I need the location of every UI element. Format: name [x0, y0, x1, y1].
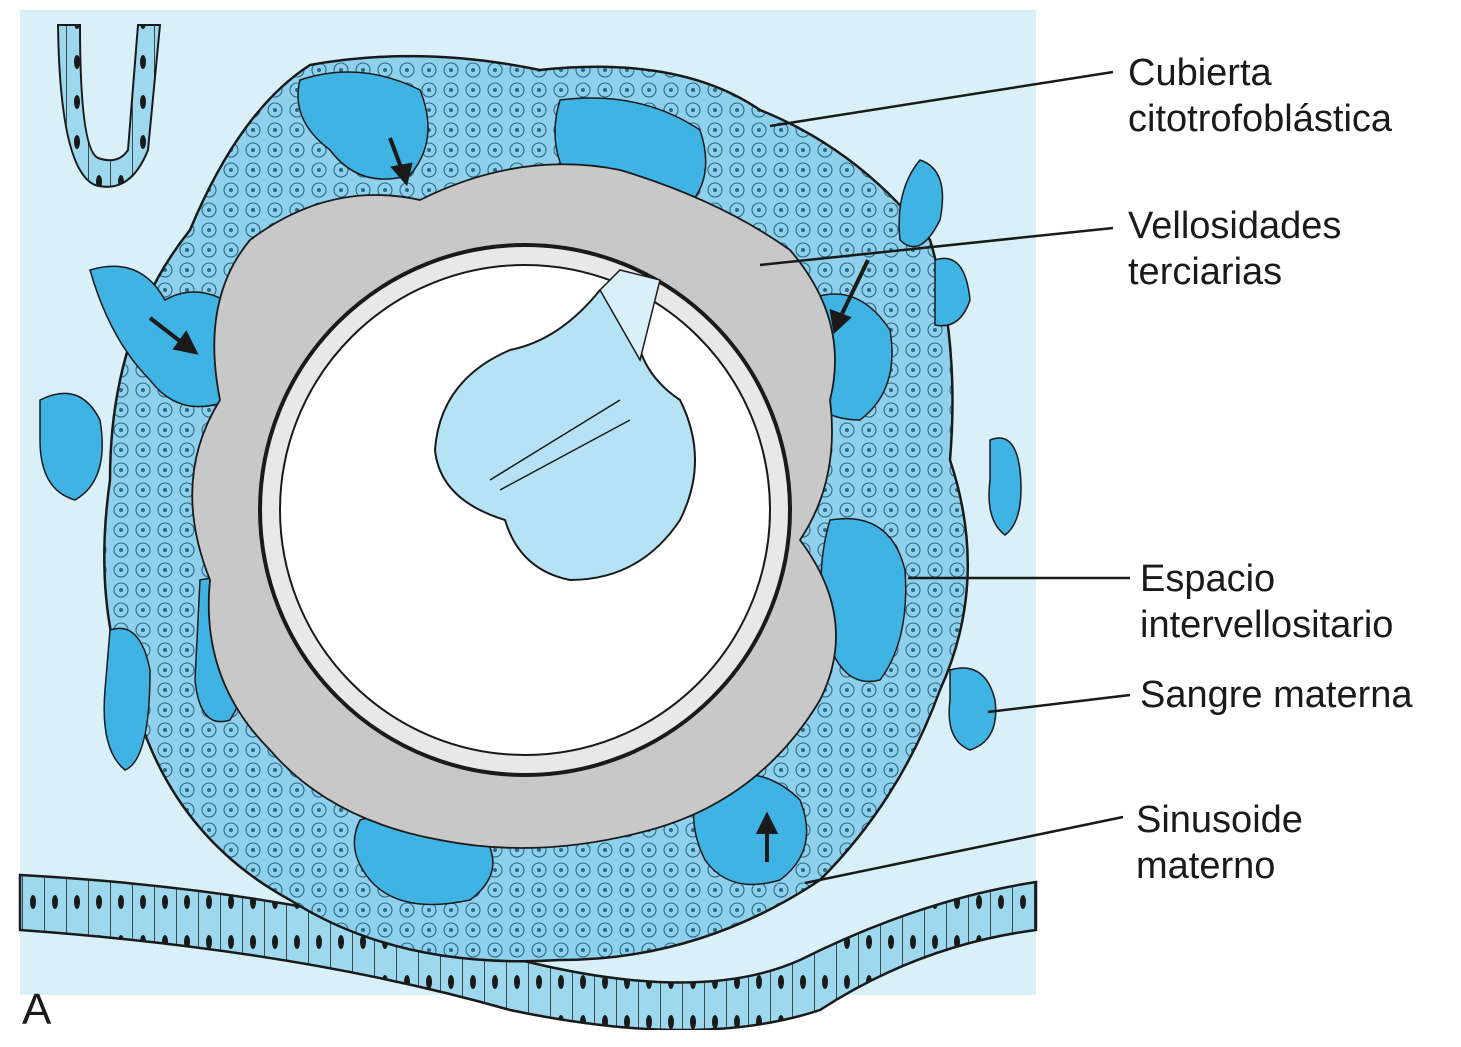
label-vellosidades-line1: Vellosidades	[1128, 203, 1341, 249]
label-cubierta-line1: Cubierta	[1128, 50, 1392, 96]
label-sinusoide-materno: Sinusoide materno	[1136, 797, 1303, 889]
label-espacio-intervellositario: Espacio intervellositario	[1140, 556, 1393, 648]
label-espacio-line2: intervellositario	[1140, 602, 1393, 648]
label-sinusoide-line1: Sinusoide	[1136, 797, 1303, 843]
label-cubierta-line2: citotrofoblástica	[1128, 96, 1392, 142]
label-sinusoide-line2: materno	[1136, 843, 1303, 889]
label-cubierta-citotrofoblastica: Cubierta citotrofoblástica	[1128, 50, 1392, 142]
label-vellosidades-terciarias: Vellosidades terciarias	[1128, 203, 1341, 295]
label-sangre-line1: Sangre materna	[1140, 672, 1413, 718]
label-sangre-materna: Sangre materna	[1140, 672, 1413, 718]
panel-letter: A	[22, 985, 51, 1035]
label-espacio-line1: Espacio	[1140, 556, 1393, 602]
label-vellosidades-line2: terciarias	[1128, 249, 1341, 295]
